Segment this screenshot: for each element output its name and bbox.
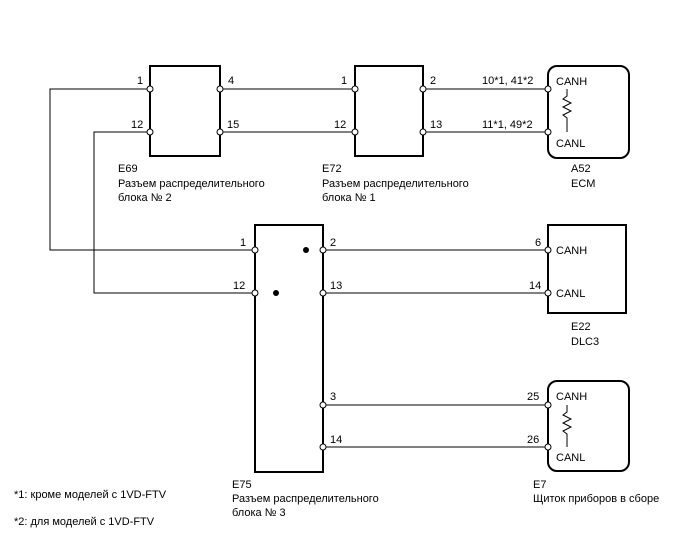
ecm-pin-canl: 11*1, 49*2 bbox=[482, 119, 533, 131]
meter-termination-resistor bbox=[561, 405, 573, 447]
footnote-2: *2: для моделей с 1VD-FTV bbox=[14, 516, 155, 528]
terminal bbox=[351, 85, 359, 93]
meter-name: Щиток приборов в сборе bbox=[533, 493, 659, 505]
e72-pin-13: 13 bbox=[430, 119, 442, 131]
dlc3-canh-label: CANH bbox=[556, 245, 587, 257]
terminal bbox=[319, 401, 327, 409]
e75-name-line2: блока № 3 bbox=[232, 507, 286, 519]
dlc3-canl-label: CANL bbox=[556, 288, 585, 300]
e72-pin-2: 2 bbox=[430, 75, 436, 87]
terminal bbox=[544, 289, 552, 297]
meter-box bbox=[547, 380, 630, 472]
terminal bbox=[544, 246, 552, 254]
connector-e69-box bbox=[149, 65, 221, 157]
e72-name-line1: Разъем распределительного bbox=[322, 178, 469, 190]
e75-name-line1: Разъем распределительного bbox=[232, 493, 379, 505]
terminal bbox=[544, 401, 552, 409]
wire-e69-e75-canl bbox=[93, 131, 255, 294]
terminal bbox=[251, 289, 259, 297]
ecm-termination-resistor bbox=[561, 89, 573, 132]
e69-id: E69 bbox=[118, 163, 138, 175]
e69-pin-4: 4 bbox=[228, 75, 234, 87]
dlc3-id: E22 bbox=[571, 321, 591, 333]
terminal bbox=[146, 85, 154, 93]
e75-pin-13: 13 bbox=[330, 280, 342, 292]
e72-pin-1: 1 bbox=[341, 75, 347, 87]
meter-pin-canh: 25 bbox=[527, 391, 539, 403]
meter-canl-label: CANL bbox=[556, 452, 585, 464]
meter-pin-canl: 26 bbox=[527, 434, 539, 446]
terminal bbox=[544, 85, 552, 93]
splice-dot-canl bbox=[273, 290, 279, 296]
dlc3-box bbox=[547, 224, 627, 314]
e72-name-line2: блока № 1 bbox=[322, 192, 376, 204]
e72-id: E72 bbox=[322, 163, 342, 175]
meter-id: E7 bbox=[533, 479, 546, 491]
terminal bbox=[319, 246, 327, 254]
terminal bbox=[544, 443, 552, 451]
e69-pin-12: 12 bbox=[131, 119, 143, 131]
terminal bbox=[419, 128, 427, 136]
connector-e72-box bbox=[354, 65, 424, 157]
ecm-id: A52 bbox=[571, 163, 591, 175]
e75-pin-1: 1 bbox=[240, 237, 246, 249]
e69-pin-15: 15 bbox=[227, 119, 239, 131]
footnote-1: *1: кроме моделей с 1VD-FTV bbox=[14, 489, 167, 501]
terminal bbox=[146, 128, 154, 136]
terminal bbox=[419, 85, 427, 93]
terminal bbox=[216, 128, 224, 136]
terminal bbox=[216, 85, 224, 93]
e69-pin-1: 1 bbox=[137, 75, 143, 87]
connector-e75-box bbox=[254, 224, 324, 473]
ecm-name: ECM bbox=[571, 178, 595, 190]
e72-pin-12: 12 bbox=[334, 119, 346, 131]
dlc3-name: DLC3 bbox=[571, 336, 599, 348]
meter-canh-label: CANH bbox=[556, 391, 587, 403]
e75-pin-12: 12 bbox=[233, 280, 245, 292]
e75-pin-3: 3 bbox=[330, 391, 336, 403]
terminal bbox=[544, 128, 552, 136]
ecm-canl-label: CANL bbox=[556, 138, 585, 150]
dlc3-pin-canh: 6 bbox=[535, 237, 541, 249]
e69-name-line1: Разъем распределительного bbox=[118, 178, 265, 190]
e75-pin-2: 2 bbox=[330, 237, 336, 249]
terminals bbox=[146, 85, 552, 451]
ecm-canh-label: CANH bbox=[556, 76, 587, 88]
e69-name-line2: блока № 2 bbox=[118, 192, 172, 204]
e75-pin-14: 14 bbox=[330, 434, 342, 446]
terminal bbox=[251, 246, 259, 254]
terminal bbox=[319, 443, 327, 451]
ecm-pin-canh: 10*1, 41*2 bbox=[482, 75, 533, 87]
ecm-box bbox=[547, 65, 630, 159]
dlc3-pin-canl: 14 bbox=[529, 280, 541, 292]
wire-e69-e75-canh bbox=[49, 88, 255, 251]
splice-dot-canh bbox=[303, 247, 309, 253]
terminal bbox=[319, 289, 327, 297]
e75-id: E75 bbox=[232, 479, 252, 491]
terminal bbox=[351, 128, 359, 136]
